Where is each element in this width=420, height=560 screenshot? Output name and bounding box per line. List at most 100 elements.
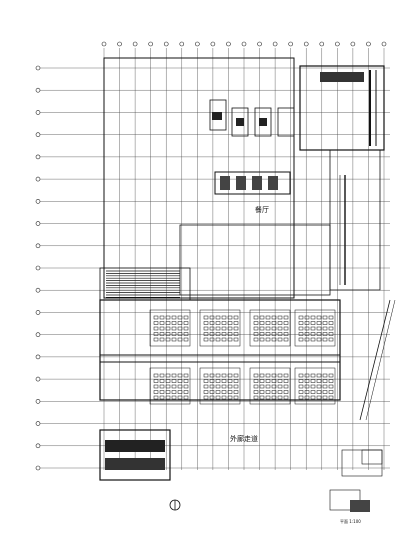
desk: [322, 321, 328, 325]
building-outlines: [99, 57, 396, 481]
desk: [171, 332, 177, 336]
desk: [233, 337, 239, 342]
desk: [283, 390, 289, 394]
desk: [183, 332, 189, 336]
desk: [203, 321, 209, 325]
grid-bubble-left: [35, 110, 41, 115]
desk: [322, 326, 328, 331]
desk: [265, 373, 271, 378]
desk: [233, 390, 239, 394]
desk: [322, 395, 328, 400]
classroom: [149, 367, 191, 405]
desk: [215, 390, 221, 394]
desk: [233, 384, 239, 389]
desk: [328, 326, 334, 331]
desk: [159, 384, 165, 389]
desk: [227, 373, 233, 378]
desk: [298, 326, 304, 331]
desk: [271, 379, 277, 383]
desk: [221, 315, 227, 320]
desk: [316, 326, 322, 331]
desk: [153, 332, 159, 336]
grid-bubble-left: [35, 399, 41, 404]
desk: [316, 315, 322, 320]
desk: [209, 326, 215, 331]
classroom: [294, 367, 336, 405]
desk: [304, 373, 310, 378]
desk: [177, 395, 183, 400]
desk: [253, 390, 259, 394]
desk: [209, 337, 215, 342]
desk: [316, 337, 322, 342]
desk: [233, 332, 239, 336]
desk: [310, 395, 316, 400]
classroom: [199, 367, 241, 405]
grid-bubble-top: [117, 41, 122, 47]
desk: [328, 395, 334, 400]
desk: [259, 395, 265, 400]
grid-bubble-top: [226, 41, 231, 47]
desk: [153, 321, 159, 325]
desk: [221, 332, 227, 336]
desk: [171, 379, 177, 383]
desk: [277, 337, 283, 342]
desk: [310, 384, 316, 389]
desk: [159, 321, 165, 325]
desk: [283, 337, 289, 342]
desk: [227, 384, 233, 389]
desk: [233, 315, 239, 320]
desk: [153, 373, 159, 378]
desk: [283, 326, 289, 331]
desk: [159, 373, 165, 378]
desk: [322, 379, 328, 383]
desk: [183, 321, 189, 325]
desk: [177, 384, 183, 389]
desk: [253, 379, 259, 383]
desk: [209, 384, 215, 389]
desk: [310, 321, 316, 325]
desk: [233, 395, 239, 400]
desk: [277, 321, 283, 325]
desk: [183, 315, 189, 320]
desk: [171, 384, 177, 389]
desk: [283, 379, 289, 383]
desk: [259, 332, 265, 336]
desk: [316, 379, 322, 383]
desk: [221, 337, 227, 342]
grid-bubble-left: [35, 287, 41, 293]
desk: [304, 321, 310, 325]
desk: [165, 332, 171, 336]
desk: [227, 332, 233, 336]
desk: [277, 395, 283, 400]
desk: [203, 332, 209, 336]
desk: [298, 337, 304, 342]
desk: [183, 373, 189, 378]
grid-bubble-top: [303, 41, 309, 47]
desk: [328, 384, 334, 389]
desk: [209, 332, 215, 336]
axis-bubbles: [35, 41, 387, 471]
desk: [221, 384, 227, 389]
key-plan: [329, 449, 383, 512]
axis-grid: [40, 48, 390, 470]
desk: [153, 315, 159, 320]
desk: [203, 315, 209, 320]
desk: [253, 373, 259, 378]
classroom: [199, 309, 241, 347]
grid-bubble-top: [288, 41, 293, 47]
grid-bubble-top: [210, 41, 216, 47]
desk: [227, 379, 233, 383]
desk: [165, 337, 171, 342]
grid-bubble-left: [35, 332, 41, 337]
desk: [233, 379, 239, 383]
desk: [153, 379, 159, 383]
desk: [322, 373, 328, 378]
desk: [328, 379, 334, 383]
desk: [221, 379, 227, 383]
desk: [177, 373, 183, 378]
desk: [165, 326, 171, 331]
desk: [298, 332, 304, 336]
desk: [310, 373, 316, 378]
desk: [221, 326, 227, 331]
